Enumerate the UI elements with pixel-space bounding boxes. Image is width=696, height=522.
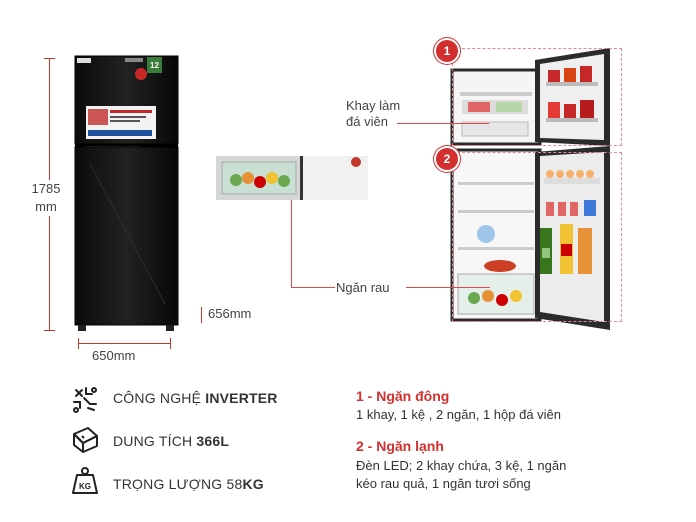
spec-fridge-desc: Đèn LED; 2 khay chứa, 3 kệ, 1 ngăn kéo r… [356,458,567,491]
veg-drawer-callout-line-h [406,287,490,288]
feature-capacity-text: DUNG TÍCH 366L [113,433,230,449]
width-label: 650mm [92,348,136,363]
svg-text:KG: KG [79,482,91,491]
capacity-box-icon [73,427,98,453]
height-dimension-cap-bottom [44,330,55,331]
brand-logo-left [77,58,91,63]
feature-weight: TRỌNG LƯỢNG 58KG [113,476,264,492]
spec-freezer-title: 1 - Ngăn đông [356,388,450,404]
feature-inverter: CÔNG NGHỆ INVERTER [113,390,278,406]
depth-dimension-line [201,307,202,323]
weight-kg-icon: KG [72,467,98,494]
feature-inverter-text: CÔNG NGHỆ INVERTER [113,390,278,406]
veg-drawer-zoom-line-h [291,287,335,288]
veg-drawer-zoom-line-v [291,200,292,287]
feature-capacity: DUNG TÍCH 366L [113,433,229,449]
height-value: 1785 [31,181,61,196]
fridge-open-image [450,48,610,330]
vegetable-drawer-zoom [216,156,368,200]
fridge-closed-image: 12 [74,55,179,331]
inverter-chip-icon [73,387,97,413]
svg-text:12: 12 [150,61,159,70]
height-unit: mm [35,199,57,214]
height-label: 1785 mm [26,180,66,216]
zone-badge-2: 2 [436,148,458,170]
spec-fridge-title: 2 - Ngăn lạnh [356,438,444,454]
depth-label: 656mm [208,306,252,321]
width-dimension-cap-right [170,338,171,349]
veg-drawer-label: Ngăn rau [336,280,390,295]
zone-badge-1: 1 [436,40,458,62]
feature-weight-text: TRỌNG LƯỢNG 58KG [113,476,264,492]
fridge-zone-outline [452,152,622,322]
energy-label-icon [147,57,162,73]
promo-seal-icon [135,68,147,80]
ice-tray-label: Khay làm đá viên [346,98,401,129]
refrigerator-door [74,146,179,326]
width-dimension-line [78,343,170,344]
ice-tray-callout-line [397,123,489,124]
height-dimension-cap-top [44,58,55,59]
width-dimension-cap-left [78,338,79,349]
freezer-zone-outline [452,48,622,146]
spec-freezer-desc: 1 khay, 1 kệ , 2 ngăn, 1 hộp đá viên [356,407,562,422]
